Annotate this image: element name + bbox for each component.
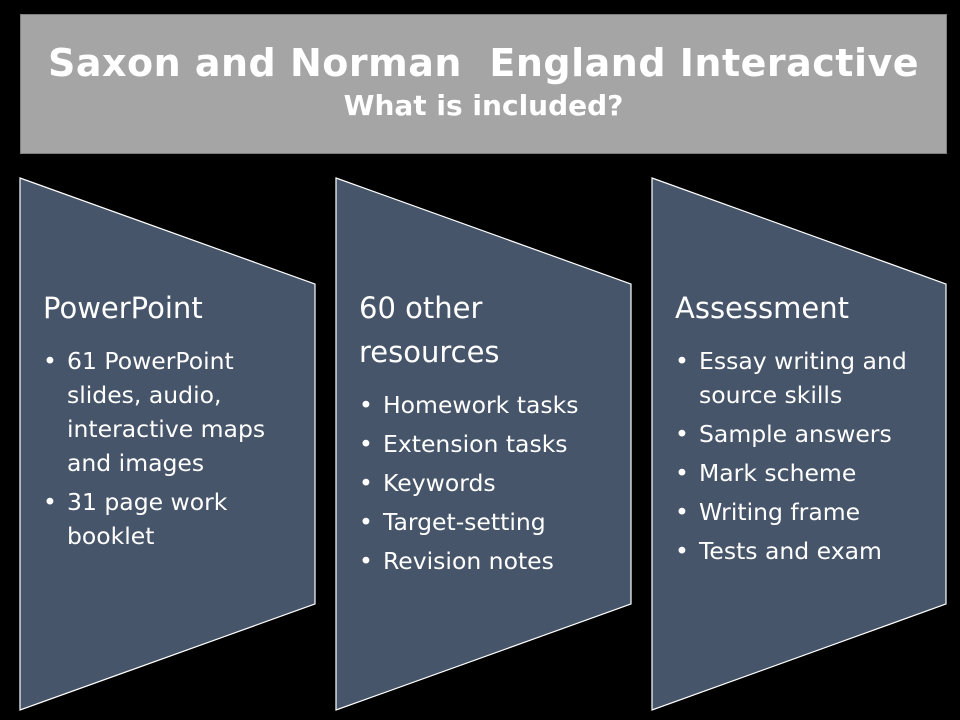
panel-assessment: Assessment Essay writing and source skil… — [675, 286, 940, 573]
list-item: Mark scheme — [675, 456, 940, 490]
list-item: Revision notes — [359, 544, 624, 578]
slide-subtitle: What is included? — [343, 89, 624, 122]
list-item: 61 PowerPoint slides, audio, interactive… — [43, 344, 308, 480]
list-item: Writing frame — [675, 495, 940, 529]
panel-heading: PowerPoint — [43, 291, 203, 325]
list-item: Homework tasks — [359, 388, 624, 422]
panel-heading: Assessment — [675, 291, 849, 325]
list-item: Sample answers — [675, 417, 940, 451]
list-item: 31 page work booklet — [43, 485, 308, 553]
panel-heading: 60 other resources — [359, 291, 500, 369]
list-item: Keywords — [359, 466, 624, 500]
list-item: Extension tasks — [359, 427, 624, 461]
panel-powerpoint: PowerPoint 61 PowerPoint slides, audio, … — [43, 286, 308, 558]
list-item: Essay writing and source skills — [675, 344, 940, 412]
list-item: Target-setting — [359, 505, 624, 539]
slide-title: Saxon and Norman England Interactive — [47, 41, 920, 85]
list-item: Tests and exam — [675, 534, 940, 568]
panel-resources: 60 other resources Homework tasks Extens… — [359, 286, 624, 583]
title-banner: Saxon and Norman England Interactive Wha… — [20, 14, 947, 154]
